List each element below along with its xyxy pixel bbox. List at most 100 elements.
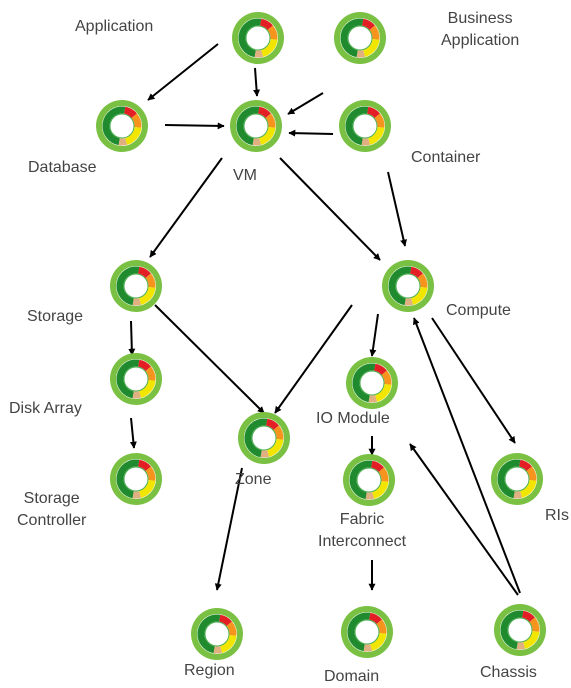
- arrow-vm-to-storage: [149, 157, 223, 258]
- arrow-business-application-to-vm: [287, 92, 324, 115]
- node-status-segment: [361, 18, 375, 31]
- node-center: [352, 113, 378, 139]
- node-status-segment: [376, 619, 387, 634]
- node-status-segment: [259, 18, 273, 31]
- node-status-segment: [145, 273, 156, 288]
- node-status-segment: [244, 418, 268, 458]
- node-status-segment: [131, 113, 142, 128]
- arrow-zone-to-region: [214, 467, 243, 591]
- node-status-segment: [145, 366, 156, 381]
- node-status-segment: [368, 395, 378, 403]
- node-status-segment: [102, 106, 126, 146]
- node-status-segment: [349, 460, 373, 500]
- node-application-icon[interactable]: [232, 12, 284, 64]
- node-status-segment: [236, 106, 260, 146]
- node-label-region: Region: [184, 662, 235, 679]
- node-status-segment: [369, 632, 387, 651]
- node-status-segment: [138, 286, 156, 305]
- node-domain-icon[interactable]: [341, 606, 393, 658]
- node-center: [123, 466, 149, 492]
- node-center: [347, 25, 373, 51]
- node-label-disk-array: Disk Array: [9, 400, 82, 417]
- node-status-segment: [363, 644, 373, 652]
- node-status-segment: [219, 634, 237, 653]
- node-status-segment: [254, 50, 264, 58]
- arrow-database-to-vm: [164, 122, 225, 130]
- node-status-segment: [197, 614, 221, 654]
- node-status-segment: [238, 18, 262, 58]
- node-fabric-interconnect-icon[interactable]: [343, 454, 395, 506]
- node-container-icon[interactable]: [339, 100, 391, 152]
- node-zone-icon[interactable]: [238, 412, 290, 464]
- node-status-segment: [374, 383, 392, 402]
- node-status-segment: [265, 113, 276, 128]
- node-center: [123, 366, 149, 392]
- arrow-storage-to-zone: [154, 304, 265, 414]
- node-status-segment: [417, 273, 428, 288]
- node-status-segment: [500, 610, 524, 650]
- node-chassis-icon[interactable]: [494, 604, 546, 656]
- node-label-container: Container: [411, 149, 481, 166]
- node-center: [204, 621, 230, 647]
- node-region-icon[interactable]: [191, 608, 243, 660]
- node-status-segment: [371, 480, 389, 499]
- node-status-segment: [218, 614, 232, 627]
- node-status-segment: [374, 113, 385, 128]
- node-vm-icon[interactable]: [230, 100, 282, 152]
- node-label-io-module: IO Module: [316, 410, 390, 427]
- node-label-zone: Zone: [235, 471, 272, 488]
- node-status-segment: [519, 479, 537, 498]
- node-label-business-application: Business Application: [441, 10, 520, 50]
- node-center: [504, 466, 530, 492]
- node-status-segment: [138, 479, 156, 498]
- node-ris-icon[interactable]: [491, 453, 543, 505]
- node-status-segment: [522, 630, 540, 649]
- node-status-segment: [521, 610, 535, 623]
- arrow-chassis-to-io-module: [409, 443, 519, 596]
- node-status-segment: [388, 266, 412, 306]
- node-center: [243, 113, 269, 139]
- node-status-segment: [352, 363, 376, 403]
- node-disk-array-icon[interactable]: [110, 353, 162, 405]
- node-status-segment: [132, 391, 142, 399]
- arrow-compute-to-ris: [431, 317, 516, 444]
- node-status-segment: [369, 25, 380, 40]
- arrow-container-to-vm: [288, 129, 334, 137]
- node-status-segment: [367, 126, 385, 145]
- node-center: [123, 273, 149, 299]
- node-status-segment: [116, 459, 140, 499]
- node-business-application-icon[interactable]: [334, 12, 386, 64]
- node-status-segment: [258, 126, 276, 145]
- node-label-domain: Domain: [324, 668, 380, 685]
- node-status-segment: [340, 18, 364, 58]
- edges: [128, 43, 521, 596]
- node-label-ris: RIs: [545, 507, 569, 524]
- node-status-segment: [265, 418, 279, 431]
- arrow-storage-to-disk-array: [128, 320, 136, 356]
- node-status-segment: [516, 642, 526, 650]
- node-database-icon[interactable]: [96, 100, 148, 152]
- node-status-segment: [257, 106, 271, 119]
- node-status-segment: [526, 466, 537, 481]
- node-status-segment: [370, 460, 384, 473]
- node-label-storage-controller: Storage Controller: [17, 490, 87, 530]
- node-status-segment: [116, 359, 140, 399]
- node-io-module-icon[interactable]: [346, 357, 398, 409]
- arrow-compute-to-io-module: [369, 313, 379, 357]
- node-status-segment: [132, 298, 142, 306]
- node-status-segment: [273, 425, 284, 440]
- node-label-chassis: Chassis: [480, 664, 537, 681]
- node-status-segment: [137, 266, 151, 279]
- node-center: [395, 273, 421, 299]
- node-label-compute: Compute: [446, 302, 511, 319]
- node-storage-controller-icon[interactable]: [110, 453, 162, 505]
- node-storage-icon[interactable]: [110, 260, 162, 312]
- node-status-segment: [366, 106, 380, 119]
- node-center: [251, 425, 277, 451]
- node-center: [359, 370, 385, 396]
- node-status-segment: [145, 466, 156, 481]
- node-compute-icon[interactable]: [382, 260, 434, 312]
- node-label-storage: Storage: [27, 308, 84, 325]
- node-status-segment: [137, 359, 151, 372]
- node-status-segment: [365, 492, 375, 500]
